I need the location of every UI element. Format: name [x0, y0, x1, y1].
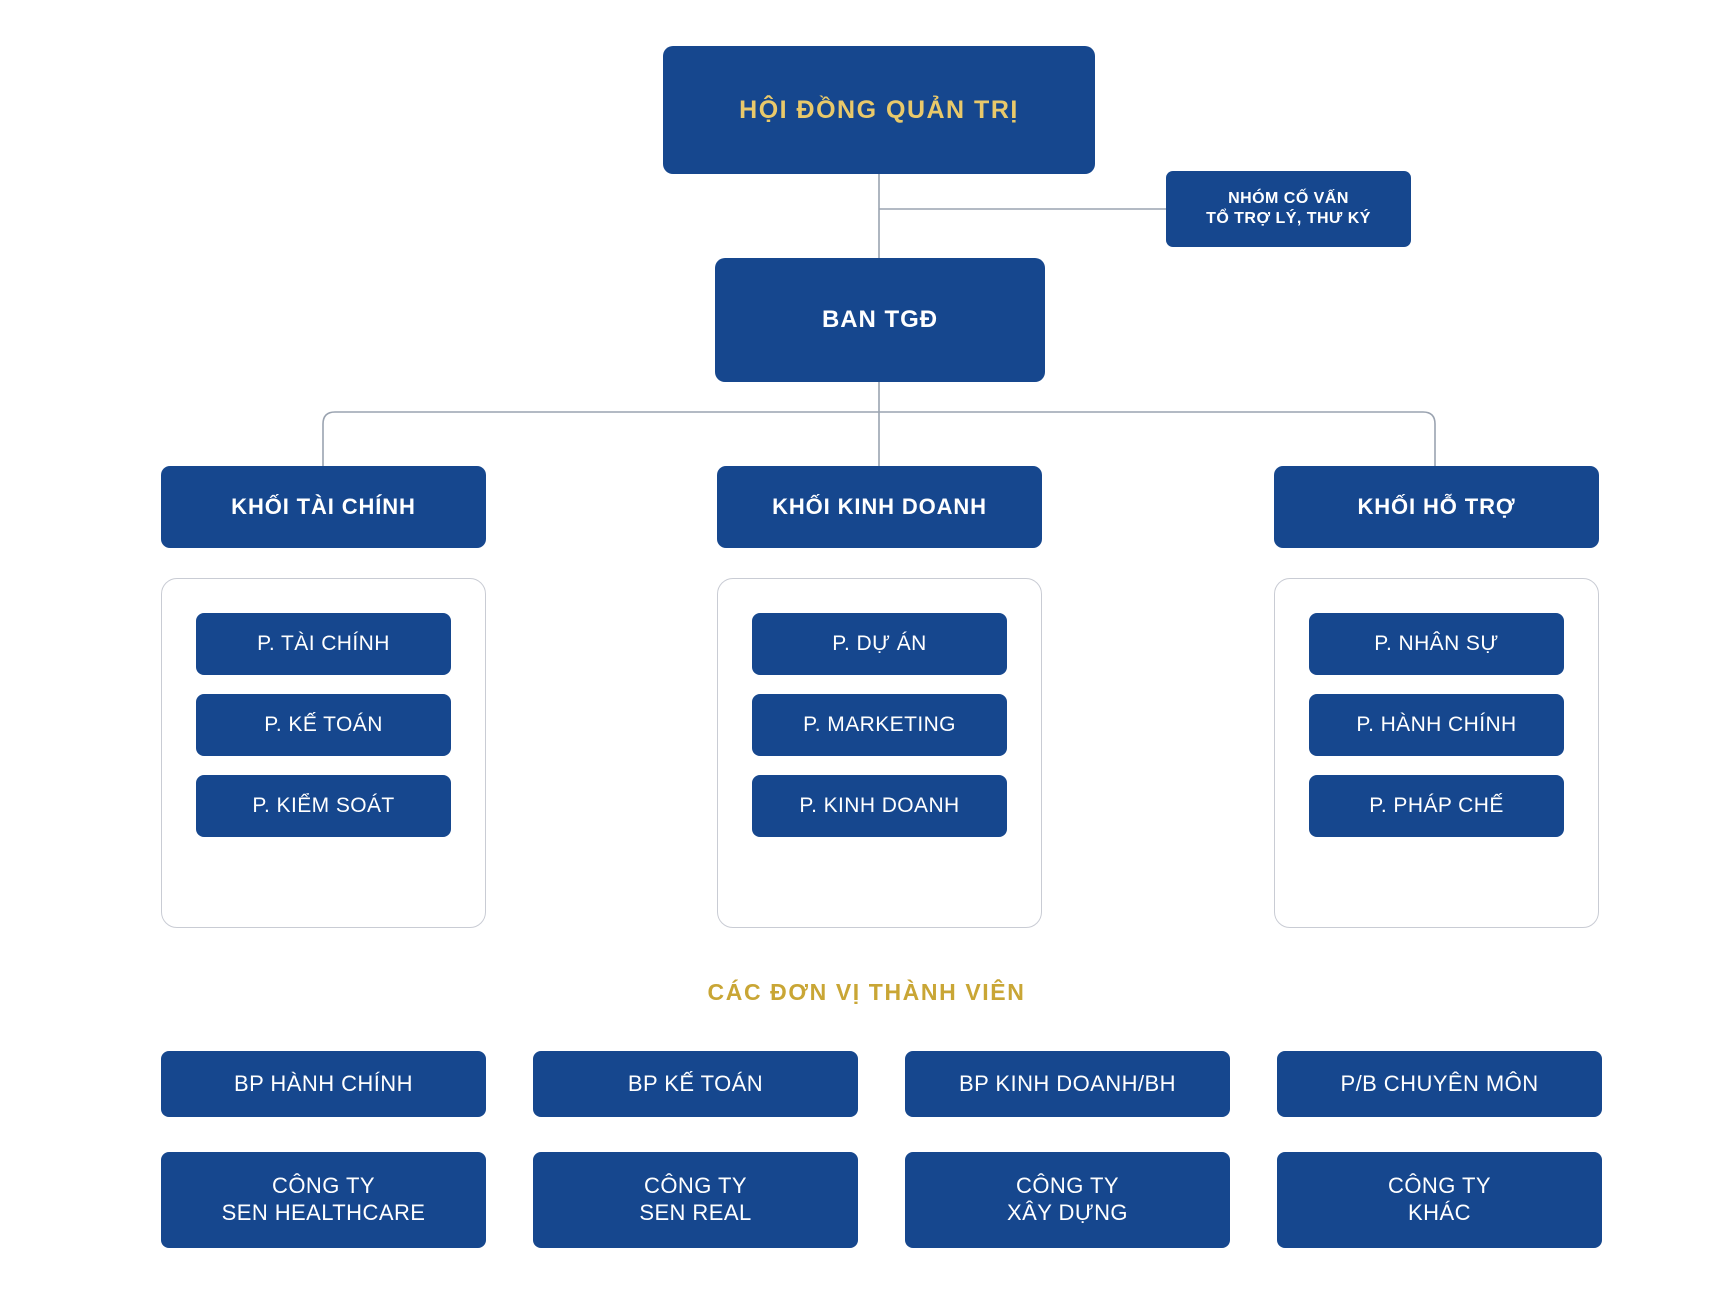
node-department[interactable]: P. TÀI CHÍNH [196, 613, 451, 675]
node-executive-board[interactable]: BAN TGĐ [715, 258, 1045, 382]
node-department[interactable]: P. KINH DOANH [752, 775, 1007, 837]
node-department[interactable]: P. HÀNH CHÍNH [1309, 694, 1564, 756]
connector-division-bus [322, 411, 1436, 466]
department-group-finance: P. TÀI CHÍNH P. KẾ TOÁN P. KIỂM SOÁT [161, 578, 486, 928]
node-member-unit[interactable]: BP KINH DOANH/BH [905, 1051, 1230, 1117]
node-advisory-group[interactable]: NHÓM CỐ VẤN TỔ TRỢ LÝ, THƯ KÝ [1166, 171, 1411, 247]
node-department[interactable]: P. DỰ ÁN [752, 613, 1007, 675]
node-board-of-directors[interactable]: HỘI ĐỒNG QUẢN TRỊ [663, 46, 1095, 174]
department-group-business: P. DỰ ÁN P. MARKETING P. KINH DOANH [717, 578, 1042, 928]
node-member-company[interactable]: CÔNG TY KHÁC [1277, 1152, 1602, 1248]
node-member-company[interactable]: CÔNG TY SEN REAL [533, 1152, 858, 1248]
node-division-business[interactable]: KHỐI KINH DOANH [717, 466, 1042, 548]
node-division-support[interactable]: KHỐI HỖ TRỢ [1274, 466, 1599, 548]
node-member-company[interactable]: CÔNG TY SEN HEALTHCARE [161, 1152, 486, 1248]
node-department[interactable]: P. KẾ TOÁN [196, 694, 451, 756]
node-member-unit[interactable]: P/B CHUYÊN MÔN [1277, 1051, 1602, 1117]
node-division-finance[interactable]: KHỐI TÀI CHÍNH [161, 466, 486, 548]
node-member-unit[interactable]: BP HÀNH CHÍNH [161, 1051, 486, 1117]
node-department[interactable]: P. KIỂM SOÁT [196, 775, 451, 837]
node-member-unit[interactable]: BP KẾ TOÁN [533, 1051, 858, 1117]
section-heading-member-units: CÁC ĐƠN VỊ THÀNH VIÊN [707, 979, 1026, 1005]
node-department[interactable]: P. NHÂN SỰ [1309, 613, 1564, 675]
node-department[interactable]: P. PHÁP CHẾ [1309, 775, 1564, 837]
node-department[interactable]: P. MARKETING [752, 694, 1007, 756]
node-member-company[interactable]: CÔNG TY XÂY DỰNG [905, 1152, 1230, 1248]
department-group-support: P. NHÂN SỰ P. HÀNH CHÍNH P. PHÁP CHẾ [1274, 578, 1599, 928]
